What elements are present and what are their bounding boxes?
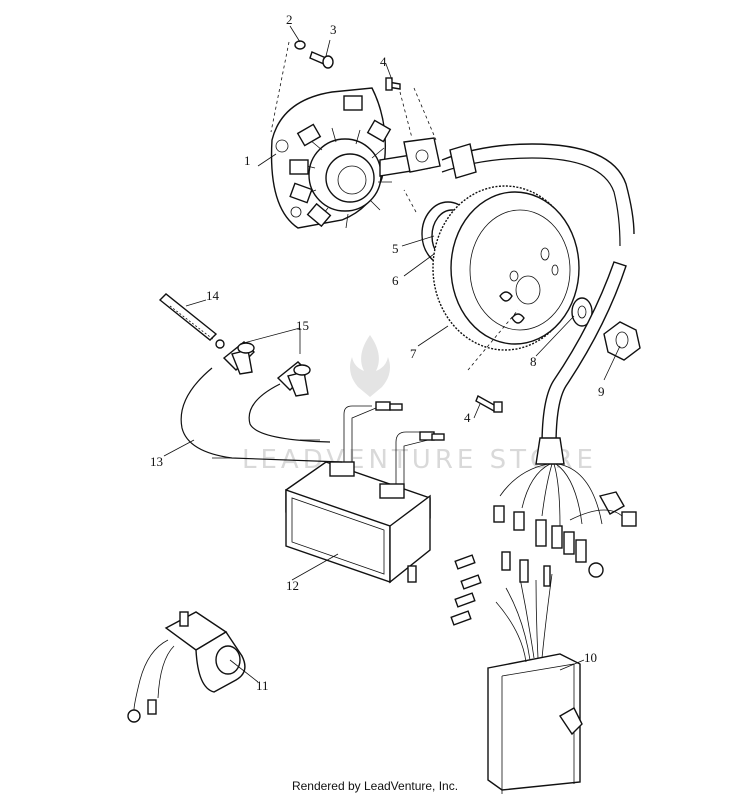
bolt-top-part bbox=[385, 77, 401, 91]
flywheel-nut-part bbox=[603, 321, 641, 361]
screw-part bbox=[309, 51, 334, 69]
callout-5: 5 bbox=[392, 241, 399, 256]
callout-6: 6 bbox=[392, 273, 399, 288]
washer-part bbox=[294, 40, 306, 50]
callout-7: 7 bbox=[410, 346, 417, 361]
callout-2: 2 bbox=[286, 12, 293, 27]
leader-lines bbox=[163, 25, 621, 683]
flywheel-part bbox=[432, 185, 580, 351]
watermark: LEADVENTURE STORE bbox=[242, 335, 593, 475]
callout-4-bottom: 4 bbox=[464, 410, 471, 425]
callout-9: 9 bbox=[598, 384, 605, 399]
stator-wire-tube bbox=[441, 143, 635, 247]
flywheel-washer-part bbox=[571, 297, 593, 327]
callout-8: 8 bbox=[530, 354, 537, 369]
main-harness bbox=[493, 261, 637, 578]
stator-part bbox=[270, 87, 441, 229]
cdi-module-part bbox=[285, 401, 445, 584]
cable-tie-part bbox=[158, 293, 225, 349]
credit-line: Rendered by LeadVenture, Inc. bbox=[291, 779, 459, 793]
callout-10: 10 bbox=[584, 650, 597, 665]
control-box-part bbox=[450, 551, 583, 794]
callout-14: 14 bbox=[206, 288, 220, 303]
callout-15: 15 bbox=[296, 318, 309, 333]
callout-3: 3 bbox=[330, 22, 337, 37]
callout-1: 1 bbox=[244, 153, 251, 168]
callout-11: 11 bbox=[256, 678, 269, 693]
plug-caps-part bbox=[222, 341, 311, 397]
callouts: 2 3 4 1 5 6 14 15 7 8 9 4 13 12 10 11 bbox=[150, 12, 605, 693]
callout-4-top: 4 bbox=[380, 54, 387, 69]
callout-13: 13 bbox=[150, 454, 163, 469]
ignition-leads-part bbox=[180, 367, 343, 463]
bolt-lower-part bbox=[467, 309, 519, 413]
solenoid-part bbox=[127, 611, 246, 723]
callout-12: 12 bbox=[286, 578, 299, 593]
